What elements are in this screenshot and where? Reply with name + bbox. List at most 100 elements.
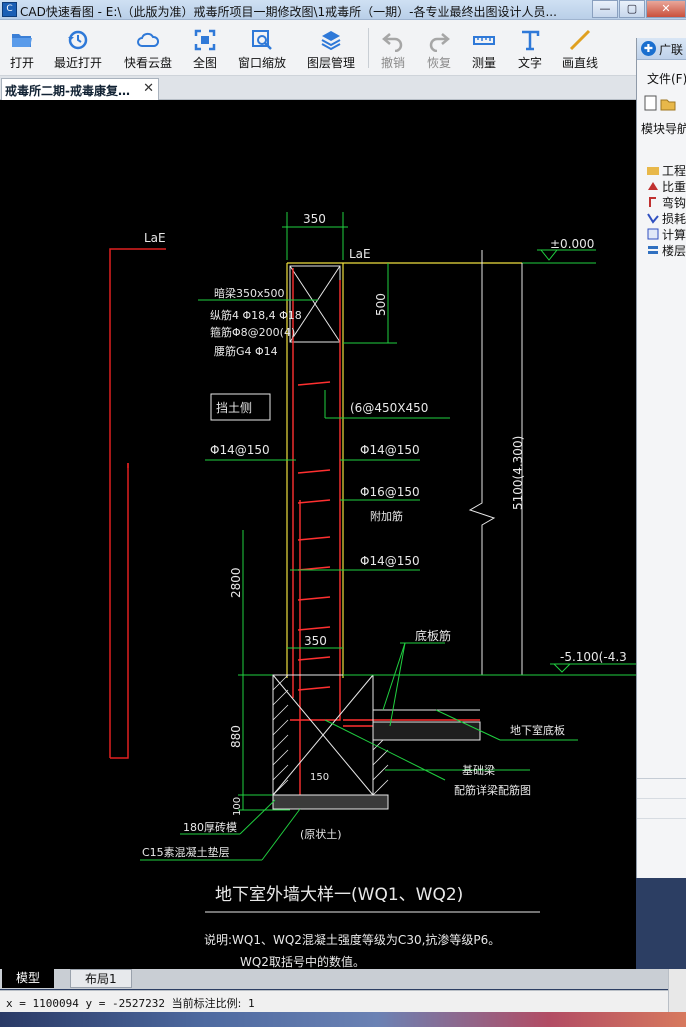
tree-item-hook[interactable]: 弯钩 bbox=[647, 194, 686, 210]
status-bar: x = 1100094 y = -2527232 当前标注比例: 1 bbox=[0, 990, 668, 1012]
dim-500: 500 bbox=[374, 293, 388, 316]
label-stirrup: 箍筋Φ8@200(4) bbox=[210, 325, 295, 339]
dim-350-top-lines bbox=[282, 212, 348, 260]
document-tab[interactable]: 戒毒所二期-戒毒康复… ✕ bbox=[1, 78, 159, 100]
glodon-logo-icon: ✚ bbox=[641, 41, 656, 56]
drawing-canvas[interactable]: LaE LaE 350 ±0.000 bbox=[0, 100, 636, 969]
dim-100: 100 bbox=[232, 797, 243, 816]
label-slab-bar: 底板筋 bbox=[415, 628, 451, 643]
note-1: 说明:WQ1、WQ2混凝土强度等级为C30,抗渗等级P6。 bbox=[204, 932, 500, 947]
minimize-button[interactable]: — bbox=[592, 0, 618, 18]
dim-880: 880 bbox=[229, 725, 243, 748]
scale-label: 当前标注比例: bbox=[171, 997, 242, 1010]
text-icon bbox=[522, 30, 540, 51]
new-file-icon[interactable] bbox=[644, 95, 657, 111]
side-panel-row bbox=[637, 779, 686, 799]
tree-item-calc[interactable]: 计算 bbox=[647, 226, 686, 242]
cad-drawing: LaE LaE 350 ±0.000 bbox=[109, 212, 636, 969]
slab-leaders bbox=[324, 642, 578, 781]
label-tie: (6@450X450 bbox=[350, 401, 428, 415]
text-button[interactable]: 文字 bbox=[514, 22, 546, 74]
tie-leader bbox=[324, 390, 450, 419]
side-panel-row bbox=[637, 799, 686, 819]
elev-bottom-marker bbox=[343, 663, 636, 676]
window-title: CAD快速看图 - E:\（此版为准）戒毒所项目一期修改图\1戒毒所（一期）-各… bbox=[20, 5, 557, 19]
dim-left-lines bbox=[238, 530, 290, 811]
hook-icon bbox=[649, 197, 656, 207]
label-lae-left: LaE bbox=[144, 231, 166, 245]
layout-tabs: 模型 布局1 bbox=[0, 969, 668, 989]
label-brick: 180厚砖模 bbox=[183, 820, 237, 834]
dim-150: 150 bbox=[310, 772, 329, 783]
status-scrollbar[interactable] bbox=[668, 969, 686, 1012]
side-panel-title: 广联 bbox=[659, 43, 684, 57]
tab-model[interactable]: 模型 bbox=[2, 969, 55, 988]
y-coordinate: -2527232 bbox=[111, 997, 165, 1010]
bottom-leaders bbox=[140, 799, 301, 861]
restore-button[interactable]: ▢ bbox=[619, 0, 645, 18]
recent-button[interactable]: 最近打开 bbox=[50, 22, 106, 74]
document-tab-label: 戒毒所二期-戒毒康复… bbox=[5, 84, 130, 98]
label-retaining: 挡土侧 bbox=[216, 401, 252, 415]
loss-icon bbox=[647, 213, 659, 224]
label-soil: (原状土) bbox=[300, 827, 342, 841]
retaining-box bbox=[210, 393, 271, 421]
tab-close-icon[interactable]: ✕ bbox=[143, 81, 154, 96]
tree-item-project[interactable]: 工程 bbox=[647, 162, 686, 178]
tab-layout1[interactable]: 布局1 bbox=[70, 969, 132, 988]
file-menu[interactable]: 文件(F) bbox=[647, 72, 686, 86]
zoom-window-icon bbox=[252, 30, 272, 50]
document-tab-bar: 戒毒所二期-戒毒康复… ✕ bbox=[0, 76, 636, 100]
layers-button[interactable]: 图层管理 bbox=[304, 22, 358, 74]
draw-line-button[interactable]: 画直线 bbox=[558, 22, 602, 74]
label-beam: 暗梁350x500 bbox=[214, 286, 285, 300]
label-rebar-add: Φ16@150 bbox=[360, 485, 420, 499]
history-icon bbox=[68, 30, 88, 50]
cushion-fill bbox=[272, 794, 389, 810]
redo-icon bbox=[429, 33, 450, 52]
zoom-window-button[interactable]: 窗口缩放 bbox=[236, 22, 288, 74]
toolbar-separator bbox=[368, 28, 369, 68]
note-2: WQ2取括号中的数值。 bbox=[240, 954, 365, 969]
fit-all-button[interactable]: 全图 bbox=[188, 22, 222, 74]
tree-item-floor[interactable]: 楼层 bbox=[647, 242, 686, 258]
close-button[interactable]: ✕ bbox=[646, 0, 686, 18]
slab-fill bbox=[372, 721, 481, 741]
open-folder-icon[interactable] bbox=[660, 99, 676, 111]
wall-rebar bbox=[290, 268, 480, 801]
dim-5100-lines bbox=[468, 250, 523, 675]
lae-lines bbox=[109, 248, 166, 759]
calc-icon bbox=[647, 228, 659, 240]
module-nav-label: 模块导航 bbox=[641, 122, 686, 136]
label-rebar-right1: Φ14@150 bbox=[360, 443, 420, 457]
open-button[interactable]: 打开 bbox=[2, 22, 42, 74]
x-coordinate: 1100094 bbox=[32, 997, 79, 1010]
side-panel: ✚ 广联 文件(F) 模块导航 工程 比重 弯钩 损耗 计算 楼层 bbox=[636, 38, 686, 878]
line-icon bbox=[569, 29, 591, 51]
label-lae-top: LaE bbox=[349, 247, 371, 261]
cloud-icon bbox=[137, 32, 160, 47]
tree-item-loss[interactable]: 损耗 bbox=[647, 210, 686, 226]
side-panel-toolbar bbox=[643, 94, 686, 112]
elev-top: ±0.000 bbox=[550, 237, 594, 251]
cloud-button[interactable]: 快看云盘 bbox=[120, 22, 176, 74]
brick-hatch bbox=[272, 674, 389, 796]
redo-button[interactable]: 恢复 bbox=[424, 22, 454, 74]
rebar-leaders bbox=[205, 459, 420, 571]
ruler-icon bbox=[473, 36, 495, 45]
measure-button[interactable]: 测量 bbox=[468, 22, 500, 74]
tree-item-density[interactable]: 比重 bbox=[647, 178, 686, 194]
density-icon bbox=[648, 182, 658, 190]
app-logo-icon: C bbox=[2, 2, 17, 17]
label-waistbar: 腰筋G4 Φ14 bbox=[214, 344, 278, 358]
dim-2800: 2800 bbox=[229, 567, 243, 598]
dim-500-lines bbox=[343, 263, 397, 344]
folder-open-icon bbox=[12, 34, 32, 47]
label-found-beam: 基础梁 bbox=[462, 763, 495, 777]
fit-all-icon bbox=[194, 29, 216, 51]
main-toolbar: 打开 最近打开 快看云盘 全图 窗口缩放 图层管理 撤销 恢复 测量 文字 画直… bbox=[0, 20, 686, 76]
undo-button[interactable]: 撤销 bbox=[378, 22, 408, 74]
elev-top-marker bbox=[342, 249, 596, 264]
side-panel-bottom bbox=[637, 778, 686, 878]
dim-350-bottom: 350 bbox=[304, 634, 327, 648]
